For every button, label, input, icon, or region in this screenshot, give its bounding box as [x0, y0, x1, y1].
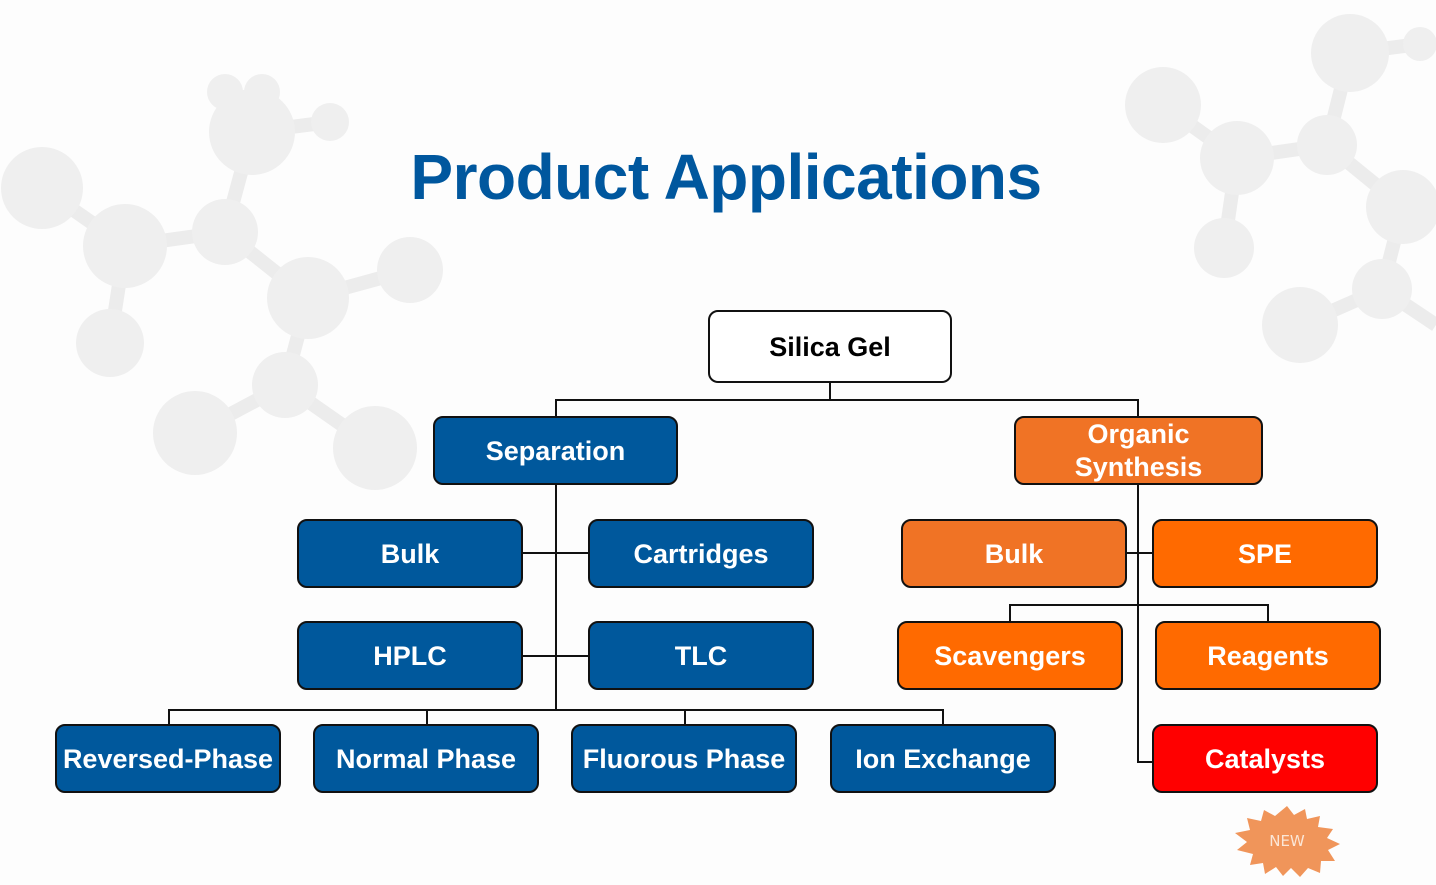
node-hplc[interactable]: HPLC: [297, 621, 523, 690]
node-separation-bulk[interactable]: Bulk: [297, 519, 523, 588]
page-title: Product Applications: [410, 141, 1042, 213]
connector-organic-row2: [1009, 604, 1269, 622]
node-organic-synthesis-line1: Organic: [1087, 418, 1190, 449]
node-silica-gel[interactable]: Silica Gel: [708, 310, 952, 383]
connector-separation-rows: [523, 552, 589, 657]
new-badge: NEW: [1235, 806, 1340, 877]
node-fluorous-phase[interactable]: Fluorous Phase: [571, 724, 797, 793]
connector-phases: [168, 709, 944, 725]
node-organic-bulk[interactable]: Bulk: [901, 519, 1127, 588]
node-cartridges[interactable]: Cartridges: [588, 519, 814, 588]
starburst-icon: [1235, 806, 1340, 877]
connector-organic-trunk: [1137, 485, 1153, 763]
node-separation[interactable]: Separation: [433, 416, 678, 485]
node-reagents[interactable]: Reagents: [1155, 621, 1381, 690]
connector-root: [555, 383, 1139, 416]
node-organic-synthesis[interactable]: Organic Synthesis: [1014, 416, 1263, 485]
node-scavengers[interactable]: Scavengers: [897, 621, 1123, 690]
molecule-right-icon: [1125, 14, 1436, 363]
new-badge-label: NEW: [1269, 832, 1305, 850]
molecule-left-icon: [1, 74, 443, 490]
node-ion-exchange[interactable]: Ion Exchange: [830, 724, 1056, 793]
node-tlc[interactable]: TLC: [588, 621, 814, 690]
node-reversed-phase[interactable]: Reversed-Phase: [55, 724, 281, 793]
node-catalysts[interactable]: Catalysts: [1152, 724, 1378, 793]
node-normal-phase[interactable]: Normal Phase: [313, 724, 539, 793]
node-spe[interactable]: SPE: [1152, 519, 1378, 588]
node-organic-synthesis-line2: Synthesis: [1074, 451, 1203, 482]
